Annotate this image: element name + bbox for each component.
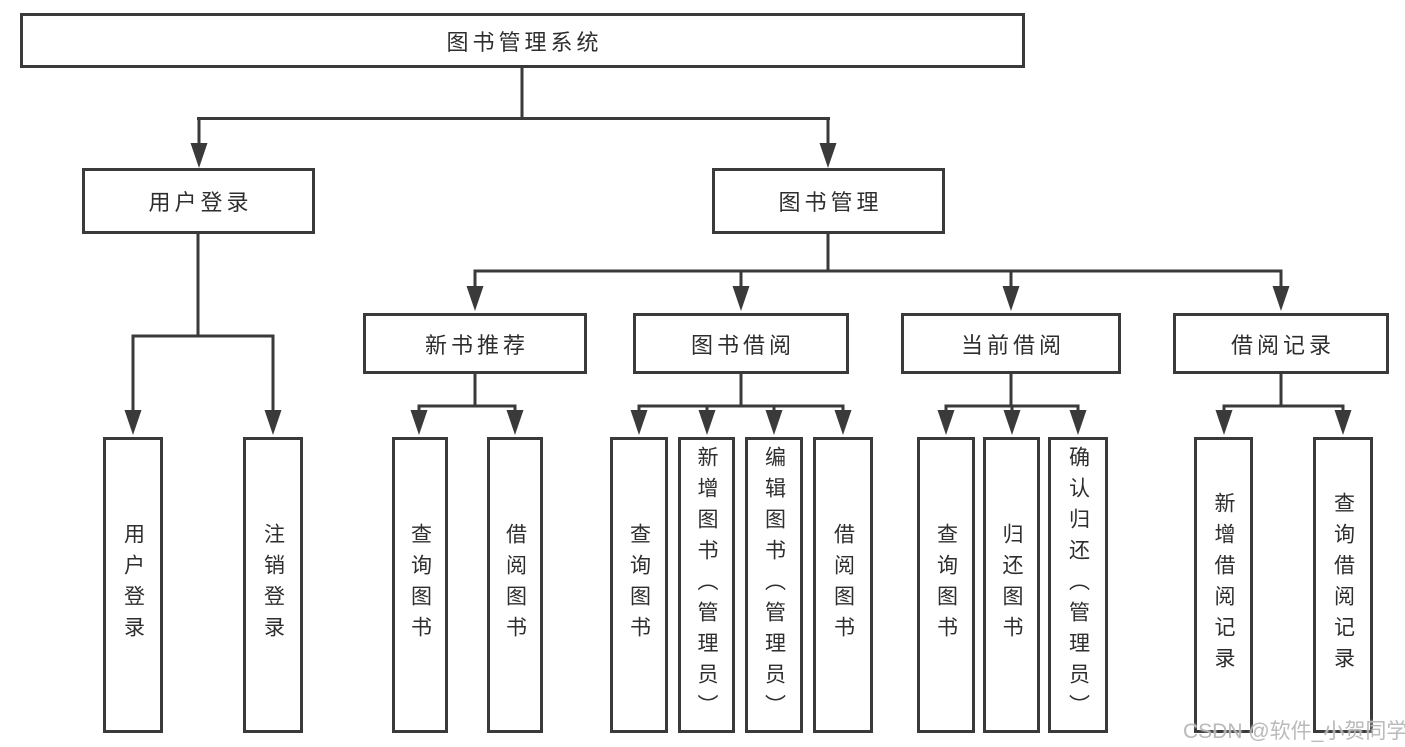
watermark-text: CSDN @软件_小贺同学 (1183, 720, 1405, 743)
node-new-book-recommend: 新书推荐 (363, 313, 587, 374)
node-book-management: 图书管理 (712, 168, 945, 234)
arrow-down-icon (937, 410, 955, 435)
node-user-login: 用户登录 (82, 168, 315, 234)
leaf-return-book: 归还图书 (983, 437, 1040, 733)
node-label: 借阅记录 (1230, 332, 1335, 358)
node-label: 当前借阅 (960, 332, 1065, 358)
leaf-label: 借阅图书 (831, 523, 855, 647)
leaf-label: 注销登录 (261, 523, 285, 647)
arrow-down-icon (1334, 410, 1352, 435)
leaf-logout: 注销登录 (243, 437, 303, 733)
arrow-down-icon (1215, 410, 1233, 435)
node-borrow-records: 借阅记录 (1173, 313, 1389, 374)
leaf-label: 新增借阅记录 (1212, 492, 1235, 678)
arrow-down-icon (1002, 286, 1020, 311)
leaf-borrow-books-recommend: 借阅图书 (487, 437, 543, 733)
leaf-confirm-return-admin: 确认归还（管理员） (1048, 437, 1108, 733)
arrow-down-icon (834, 410, 852, 435)
leaf-query-borrow-record: 查询借阅记录 (1313, 437, 1373, 733)
leaf-query-books-borrow: 查询图书 (610, 437, 668, 733)
arrow-down-icon (1272, 286, 1290, 311)
node-current-borrow: 当前借阅 (901, 313, 1121, 374)
arrow-down-icon (765, 410, 783, 435)
leaf-label: 查询图书 (934, 523, 958, 647)
connector-line-path (131, 68, 1345, 412)
node-label: 图书借阅 (690, 332, 795, 358)
leaf-query-books-recommend: 查询图书 (392, 437, 448, 733)
arrow-down-icon (264, 410, 282, 435)
leaf-query-books-current: 查询图书 (917, 437, 975, 733)
node-library-system: 图书管理系统 (20, 13, 1025, 68)
leaf-user-login: 用户登录 (103, 437, 163, 733)
arrow-down-icon (1003, 410, 1021, 435)
leaf-label: 用户登录 (121, 523, 145, 647)
arrow-down-icon (1069, 410, 1087, 435)
node-book-borrow: 图书借阅 (633, 313, 849, 374)
leaf-label: 查询图书 (627, 523, 651, 647)
arrow-down-icon (466, 286, 484, 311)
node-label: 图书管理 (778, 190, 883, 215)
arrow-down-icon (630, 410, 648, 435)
leaf-label: 新增图书（管理员） (695, 445, 718, 725)
node-label: 图书管理系统 (446, 29, 603, 55)
arrow-down-icon (124, 410, 142, 435)
leaf-label: 查询图书 (408, 523, 432, 647)
node-label: 用户登录 (148, 190, 253, 215)
arrow-down-icon (698, 410, 716, 435)
arrow-down-icon (410, 410, 428, 435)
leaf-label: 查询借阅记录 (1331, 492, 1355, 678)
leaf-borrow-books: 借阅图书 (813, 437, 873, 733)
node-label: 新书推荐 (424, 332, 529, 358)
arrow-down-icon (732, 286, 750, 311)
arrow-down-icon (506, 410, 524, 435)
leaf-edit-book-admin: 编辑图书（管理员） (745, 437, 803, 733)
arrow-down-icon (819, 143, 837, 168)
arrowheads (124, 143, 1352, 435)
leaf-label: 确认归还（管理员） (1066, 445, 1090, 725)
leaf-label: 归还图书 (1000, 523, 1023, 647)
leaf-add-book-admin: 新增图书（管理员） (678, 437, 735, 733)
leaf-label: 编辑图书（管理员） (762, 445, 786, 725)
leaf-add-borrow-record: 新增借阅记录 (1194, 437, 1253, 733)
arrow-down-icon (190, 143, 208, 168)
leaf-label: 借阅图书 (503, 523, 527, 647)
